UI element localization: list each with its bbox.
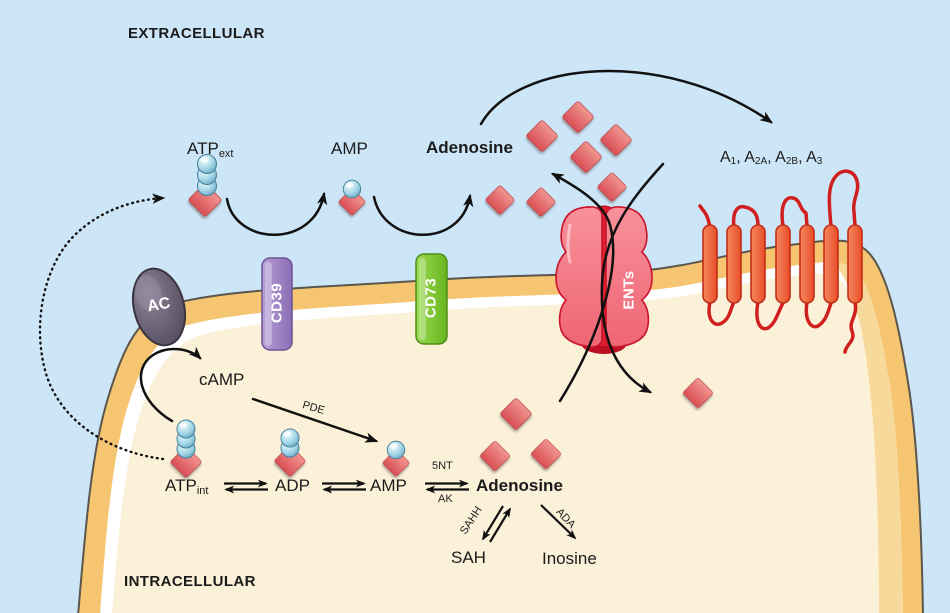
cd39-shape — [261, 257, 293, 351]
equilibrium-arrows — [224, 479, 577, 543]
membrane-inner-highlight — [833, 262, 903, 613]
adenosine-diamonds-extracellular — [485, 101, 632, 217]
atp-ext-label: ATPext — [187, 139, 234, 160]
extracellular-label: EXTRACELLULAR — [128, 25, 265, 42]
adenosine-int-label: Adenosine — [476, 476, 563, 495]
atp-ext-icon — [188, 154, 222, 218]
cd73-label: CD73 — [422, 277, 440, 319]
arrow-adenosine-to-receptors — [479, 69, 773, 126]
5nt-enzyme-label: 5NT — [432, 460, 453, 472]
adenosine-ext-label: Adenosine — [426, 138, 513, 157]
arrow-ac-to-camp — [139, 346, 202, 423]
cell-membrane — [77, 239, 924, 613]
cd39-label: CD39 — [268, 282, 286, 324]
ac-enzyme-shape — [131, 267, 187, 347]
amp-ext-icon — [338, 179, 366, 216]
adp-label: ADP — [275, 476, 310, 495]
amp-int-label: AMP — [370, 476, 407, 495]
camp-label: cAMP — [199, 370, 245, 389]
ak-enzyme-label: AK — [438, 493, 453, 505]
inosine-label: Inosine — [542, 549, 597, 568]
arrow-pde — [251, 397, 379, 443]
arrow-atp-release-dotted — [38, 193, 166, 461]
amp-ext-label: AMP — [331, 139, 368, 158]
receptor-subtypes-label: A1, A2A, A2B, A3 — [720, 149, 823, 167]
arrow-ents-import — [600, 162, 665, 394]
atp-int-label: ATPint — [165, 476, 209, 497]
intracellular-label: INTRACELLULAR — [124, 573, 256, 590]
ents-transporter-shape — [555, 205, 653, 354]
sah-label: SAH — [451, 548, 486, 567]
arrow-atp-to-amp — [225, 191, 328, 236]
adenosine-receptors-shape — [698, 169, 863, 354]
arrow-amp-to-adenosine — [372, 193, 474, 236]
reaction-arrows — [139, 69, 773, 443]
cd73-shape — [415, 253, 448, 345]
ents-label: ENTs — [620, 270, 638, 310]
